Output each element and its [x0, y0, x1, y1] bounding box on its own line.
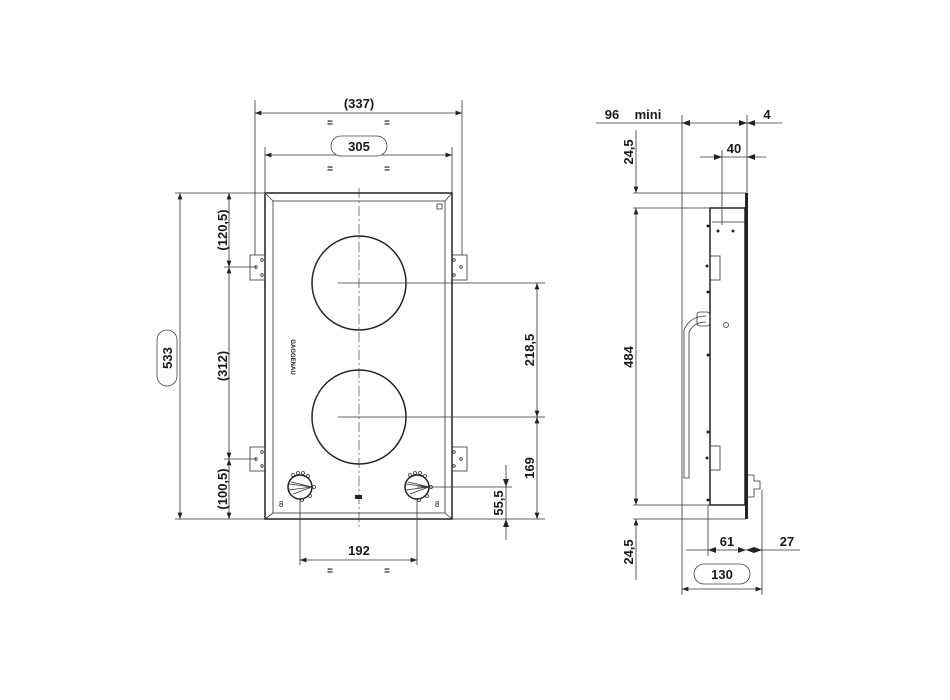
- dim-169: 169: [522, 457, 537, 479]
- equal-mark: =: [327, 118, 333, 129]
- burner-bottom: [311, 369, 545, 465]
- symbol-left: 8: [279, 500, 284, 509]
- burner-top: [311, 235, 545, 331]
- knob-right: [404, 471, 512, 502]
- knob-side: [748, 474, 761, 498]
- equal-mark: =: [384, 118, 390, 129]
- equal-mark: =: [327, 164, 333, 175]
- glass-plate: [745, 193, 748, 519]
- dim-120-5: (120,5): [215, 209, 230, 250]
- equal-mark: =: [384, 566, 390, 577]
- dim-40: 40: [727, 141, 741, 156]
- center-mark: [355, 495, 362, 499]
- equal-mark: =: [327, 566, 333, 577]
- dim-533: 533: [160, 347, 175, 369]
- dim-305: 305: [348, 139, 370, 154]
- power-cable: [683, 315, 707, 479]
- dim-337: (337): [344, 96, 374, 111]
- knob-left: [287, 471, 316, 502]
- dim-484: 484: [621, 345, 636, 367]
- dim-4: 4: [763, 107, 771, 122]
- corner-mark-icon: [436, 203, 443, 210]
- dim-24-5-top: 24,5: [621, 139, 636, 164]
- hob-outer-frame: [264, 192, 453, 520]
- mounting-brackets: [249, 254, 468, 472]
- side-view: 96 mini 4 40 24,5 484 24,5 61 27 130: [596, 107, 800, 595]
- dim-61: 61: [720, 534, 734, 549]
- dim-192: 192: [348, 543, 370, 558]
- brand-logo: GAGGENAU: [289, 339, 295, 374]
- dim-27: 27: [780, 534, 794, 549]
- dim-mini-label: mini: [635, 107, 662, 122]
- hob-body: [709, 207, 746, 506]
- dim-96: 96: [605, 107, 619, 122]
- dim-218-5: 218,5: [522, 334, 537, 367]
- dim-100-5: (100,5): [215, 468, 230, 509]
- front-view: GAGGENAU 8 8 (337) = = 305: [156, 96, 545, 577]
- dim-130: 130: [711, 567, 733, 582]
- symbol-right: 8: [435, 500, 440, 509]
- dim-312: (312): [215, 351, 230, 381]
- dim-55-5: 55,5: [491, 490, 506, 515]
- dim-24-5-bottom: 24,5: [621, 539, 636, 564]
- equal-mark: =: [384, 164, 390, 175]
